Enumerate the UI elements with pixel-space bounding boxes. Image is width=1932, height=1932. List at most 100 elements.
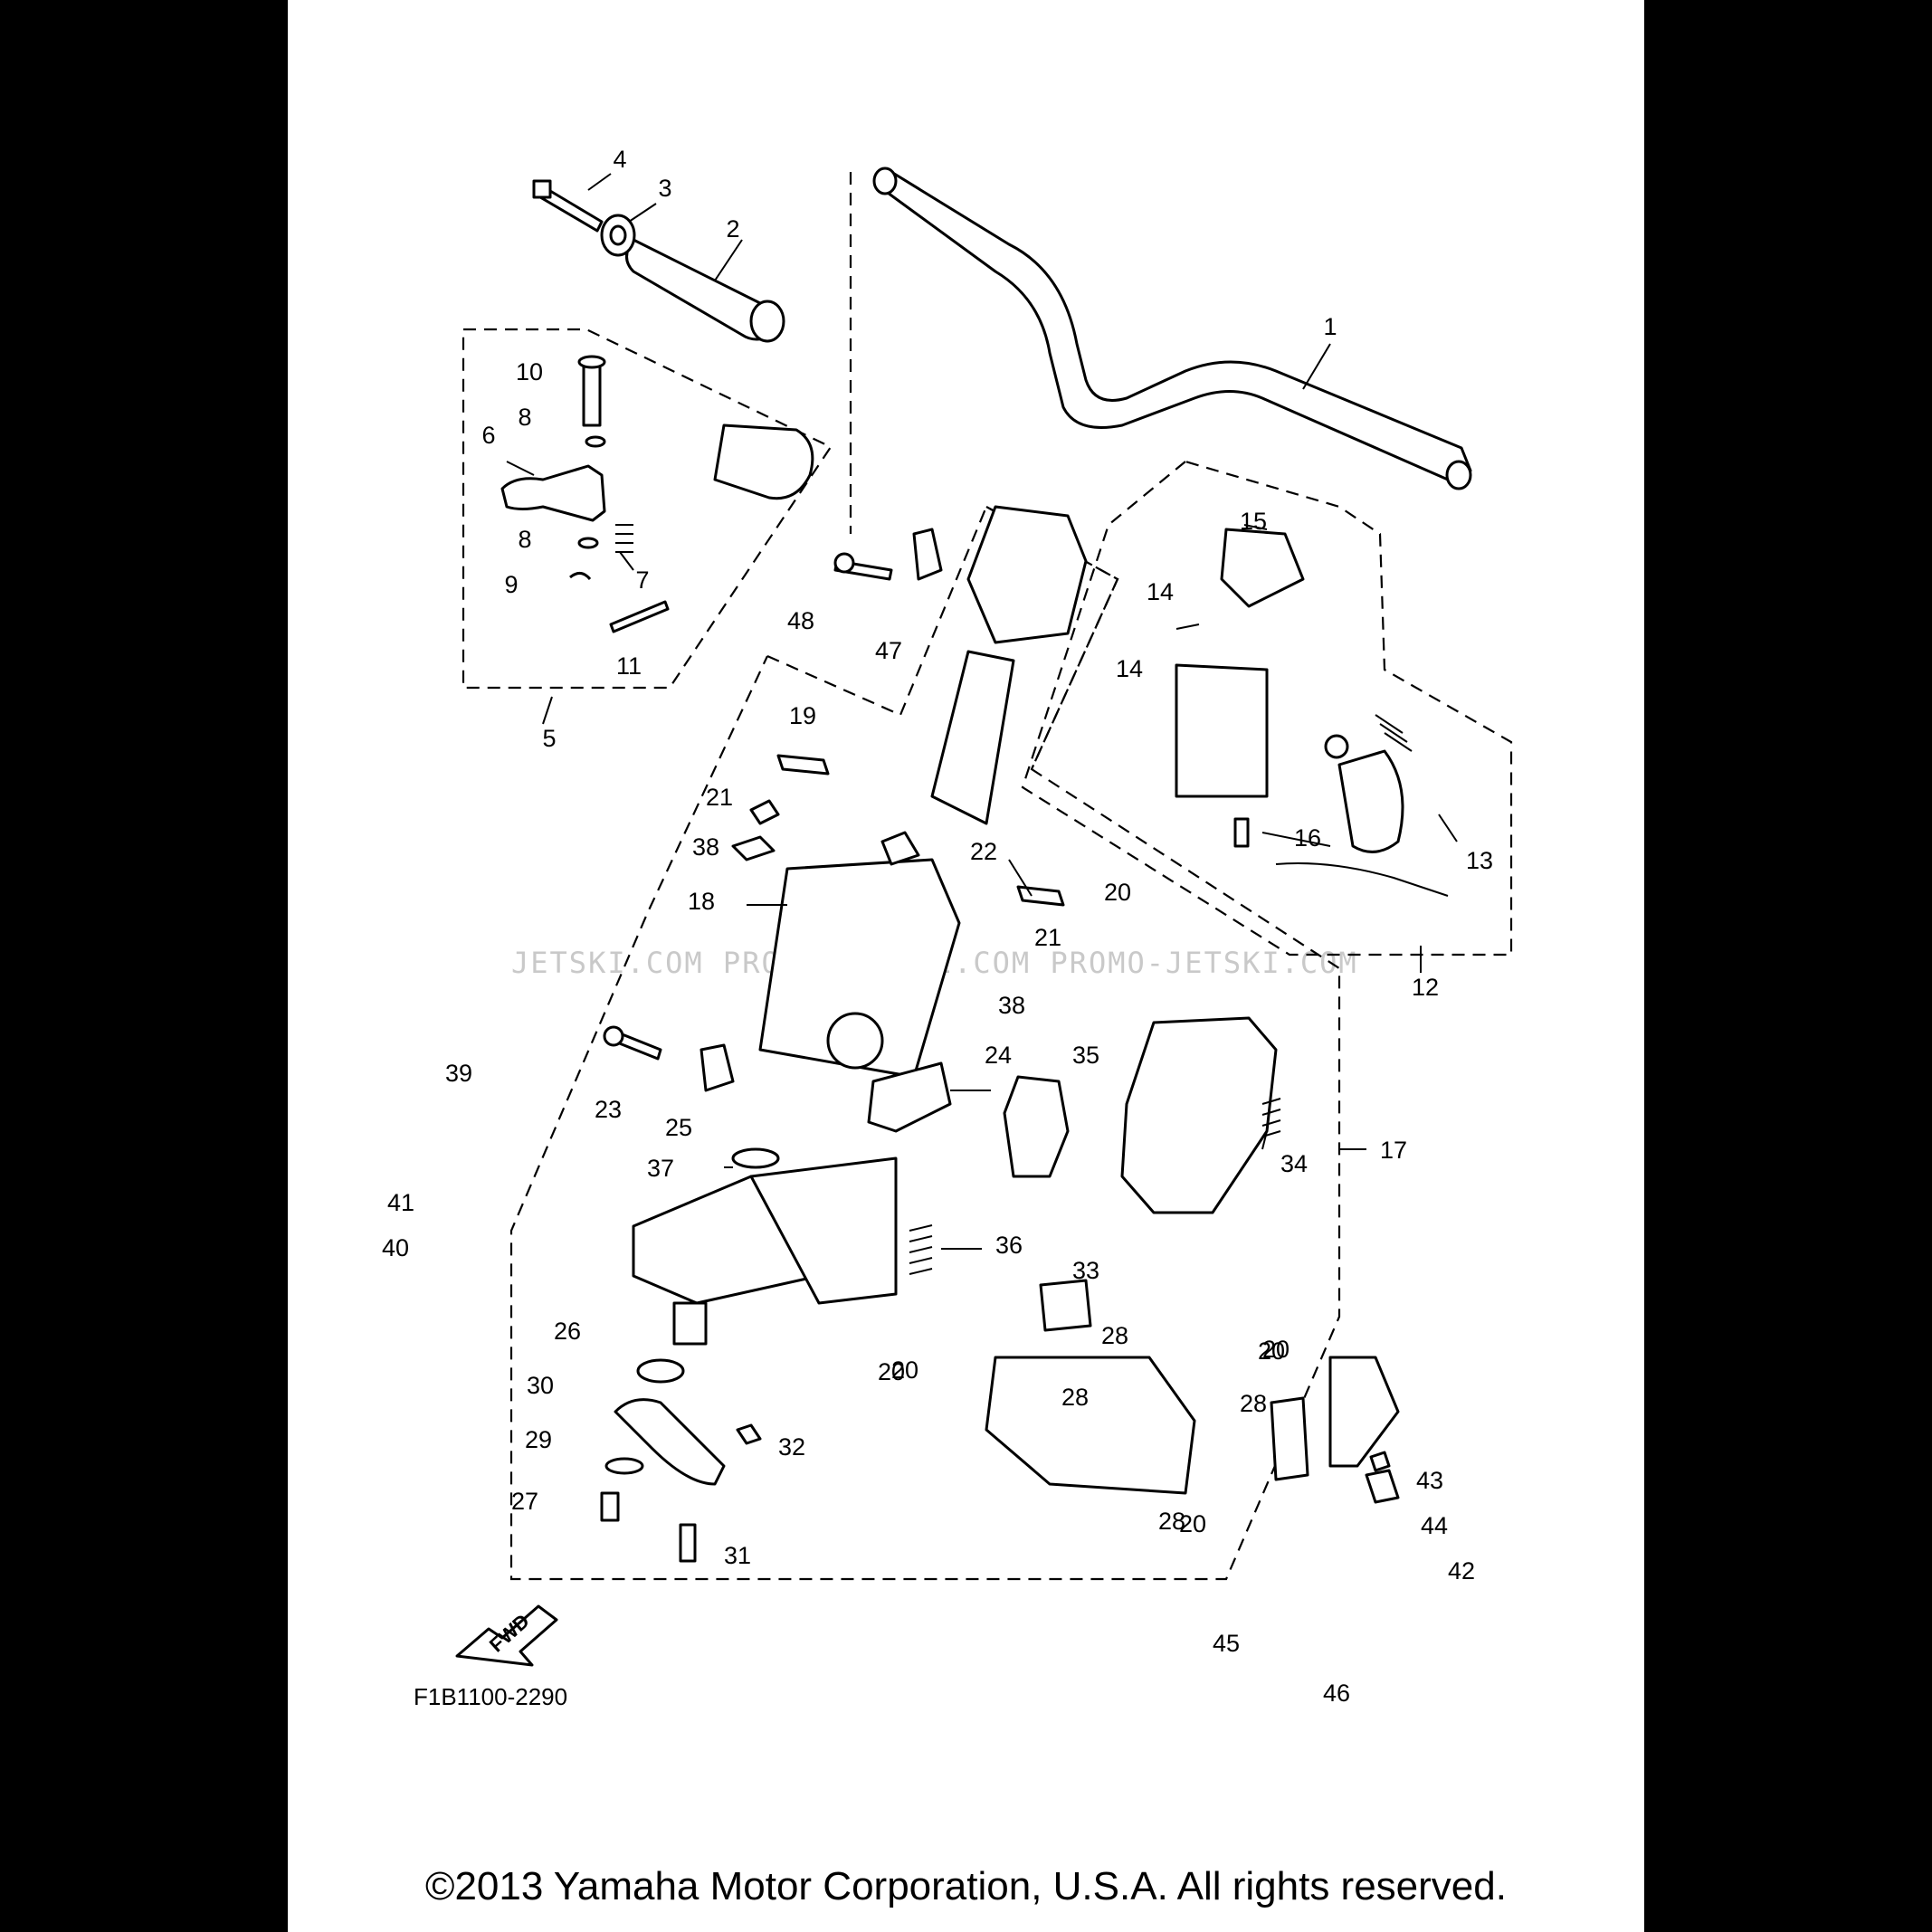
callout-8: 8 [518, 404, 531, 431]
callout-21: 21 [706, 784, 733, 811]
bolt-48-head [833, 552, 855, 574]
callout-44: 44 [1421, 1512, 1448, 1539]
callout-37: 37 [647, 1155, 674, 1182]
callout-45: 45 [1213, 1630, 1240, 1657]
spring-7 [615, 524, 633, 553]
callout-20: 20 [878, 1358, 905, 1385]
switch-housing-16 [1220, 528, 1305, 608]
pin-10 [582, 360, 602, 427]
callout-9: 9 [504, 571, 518, 598]
callout-11: 11 [616, 652, 642, 680]
pin-10-head [577, 355, 606, 369]
callout-31: 31 [724, 1542, 751, 1569]
callout-36: 36 [995, 1232, 1023, 1259]
group-18-outline [509, 505, 1341, 1581]
grip-screw-head [532, 179, 552, 199]
callout-20: 20 [1179, 1510, 1206, 1537]
switch-body [1175, 663, 1269, 798]
callout-14: 14 [1147, 578, 1174, 605]
screw-11 [609, 600, 670, 633]
bracket-42 [1328, 1356, 1400, 1468]
callout-38: 38 [692, 833, 719, 861]
callout-16: 16 [1294, 824, 1321, 852]
callout-5: 5 [542, 725, 556, 752]
bushing-26 [636, 1358, 685, 1384]
callout-30: 30 [527, 1372, 554, 1399]
callout-8: 8 [518, 526, 531, 553]
callout-13: 13 [1466, 847, 1493, 874]
callout-34: 34 [1280, 1150, 1308, 1177]
callout-35: 35 [1072, 1042, 1099, 1069]
callout-17: 17 [1380, 1137, 1407, 1164]
drawing-sheet [288, 0, 1644, 1932]
callout-10: 10 [516, 358, 543, 385]
plate-20-mid [1016, 885, 1065, 907]
nut-46 [1365, 1469, 1400, 1504]
callout-19: 19 [789, 702, 816, 729]
lower-bracket [985, 1356, 1196, 1495]
nut-21 [749, 799, 780, 825]
callout-28: 28 [1158, 1508, 1185, 1535]
callout-28: 28 [1061, 1384, 1089, 1411]
callout-14: 14 [1116, 655, 1143, 682]
bolt-27 [600, 1491, 620, 1522]
callout-3: 3 [658, 175, 671, 202]
callout-43: 43 [1416, 1467, 1443, 1494]
plate-20-upper [776, 754, 830, 776]
coil-13 [1375, 714, 1413, 752]
block-33 [1039, 1279, 1092, 1332]
callout-41: 41 [387, 1189, 414, 1216]
callout-40: 40 [382, 1234, 409, 1261]
group-12-outline [1021, 460, 1513, 956]
callout-48: 48 [787, 607, 814, 634]
tilt-lever [1003, 1075, 1070, 1178]
handlebar-end-right [1445, 460, 1472, 490]
bracket-47 [912, 528, 943, 581]
cover-34 [1120, 1016, 1278, 1214]
copyright-notice: ©2013 Yamaha Motor Corporation, U.S.A. A… [425, 1864, 1507, 1908]
callout-47: 47 [875, 637, 902, 664]
callout-4: 4 [613, 146, 626, 173]
steering-arm [614, 1398, 726, 1486]
callout-27: 27 [511, 1488, 538, 1515]
drawing-code: F1B1100-2290 [414, 1683, 568, 1710]
column-bracket [966, 505, 1088, 644]
callout-25: 25 [665, 1114, 692, 1141]
fwd-arrow [455, 1604, 558, 1667]
callout-2: 2 [726, 215, 739, 243]
callout-20: 20 [1258, 1337, 1285, 1365]
callout-32: 32 [778, 1433, 805, 1461]
callout-12: 12 [1412, 974, 1439, 1001]
washer-8-lower [577, 537, 599, 549]
bolt-23-head [603, 1025, 624, 1047]
housing-bore [826, 1012, 884, 1070]
screw-17 [1233, 817, 1250, 848]
callout-22: 22 [970, 838, 997, 865]
throttle-lever [500, 464, 606, 522]
column-frame [749, 1156, 898, 1305]
washer-38 [731, 835, 776, 861]
callout-42: 42 [1448, 1557, 1475, 1585]
callout-21: 21 [1034, 924, 1061, 951]
column-housing [758, 858, 961, 1079]
callout-15: 15 [1240, 508, 1267, 535]
collar-hole [609, 224, 627, 246]
spring-34 [1261, 1098, 1281, 1137]
callout-20: 20 [891, 1356, 918, 1384]
grommet-15 [1324, 734, 1349, 759]
handlebar-end-left [872, 167, 898, 195]
callout-20: 20 [1104, 879, 1131, 906]
nut-32 [736, 1423, 762, 1445]
callout-6: 6 [481, 422, 495, 449]
bushing-37 [731, 1147, 780, 1169]
callout-46: 46 [1323, 1680, 1350, 1707]
callout-39: 39 [445, 1060, 472, 1087]
leader-lines [506, 173, 1458, 1250]
callout-28: 28 [1101, 1322, 1128, 1349]
callout-26: 26 [554, 1318, 581, 1345]
washer-29 [604, 1457, 644, 1475]
callout-28: 28 [1240, 1390, 1267, 1417]
callout-20: 20 [1262, 1336, 1290, 1363]
switch-wire [1275, 862, 1449, 897]
